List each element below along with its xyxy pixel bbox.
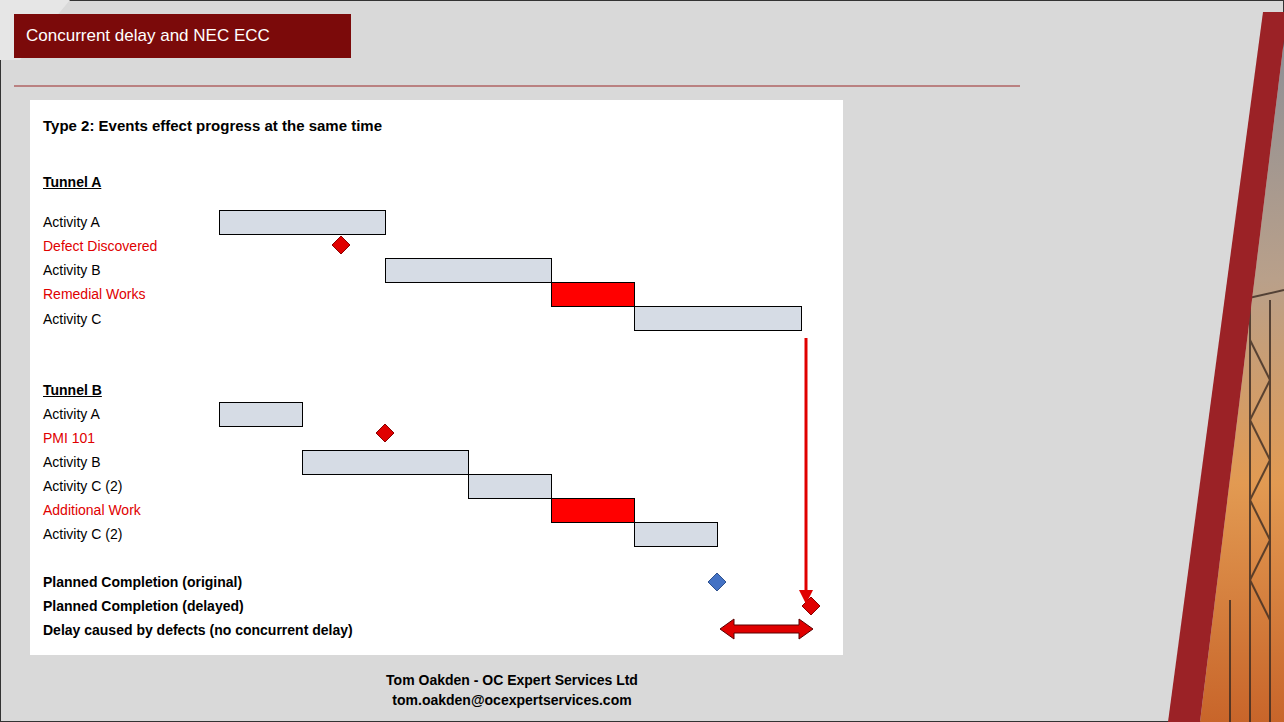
activity-bar — [386, 259, 552, 283]
group-heading: Tunnel B — [43, 381, 102, 399]
red-diagonal-stripe — [1168, 12, 1284, 722]
delay-double-arrow — [720, 619, 813, 639]
row-label: Activity C (2) — [43, 477, 122, 495]
activity-bar — [635, 307, 802, 331]
activity-bar — [220, 403, 303, 427]
delay-bar — [552, 283, 635, 307]
activity-bar — [469, 475, 552, 499]
event-label: Defect Discovered — [43, 237, 157, 255]
milestone-diamond — [708, 573, 726, 591]
event-diamond — [332, 236, 350, 254]
event-label: PMI 101 — [43, 429, 95, 447]
row-label: Activity A — [43, 213, 100, 231]
title-bar — [14, 14, 351, 58]
group-heading: Tunnel A — [43, 173, 101, 191]
row-label: Activity B — [43, 453, 101, 471]
row-label: Activity A — [43, 405, 100, 423]
event-label: Additional Work — [43, 501, 141, 519]
row-label: Activity C (2) — [43, 525, 122, 543]
chart-panel — [30, 100, 843, 655]
row-label: Activity B — [43, 261, 101, 279]
footer-email: tom.oakden@ocexpertservices.com — [392, 691, 631, 709]
delay-bar — [552, 499, 635, 523]
row-label: Activity C — [43, 310, 101, 328]
activity-bar — [303, 451, 469, 475]
delay-label: Delay caused by defects (no concurrent d… — [43, 621, 353, 639]
event-label: Remedial Works — [43, 285, 145, 303]
milestone-label: Planned Completion (delayed) — [43, 597, 244, 615]
delay-arrow-line — [805, 338, 808, 592]
title-rule — [14, 85, 1020, 86]
activity-bar — [635, 523, 718, 547]
event-diamond — [376, 424, 394, 442]
gantt-bars — [220, 211, 802, 547]
slide-title: Concurrent delay and NEC ECC — [26, 27, 270, 45]
footer-author: Tom Oakden - OC Expert Services Ltd — [386, 671, 638, 689]
chart-heading: Type 2: Events effect progress at the sa… — [43, 117, 382, 135]
delay-arrow-head — [799, 590, 813, 604]
activity-bar — [220, 211, 386, 235]
milestone-label: Planned Completion (original) — [43, 573, 242, 591]
